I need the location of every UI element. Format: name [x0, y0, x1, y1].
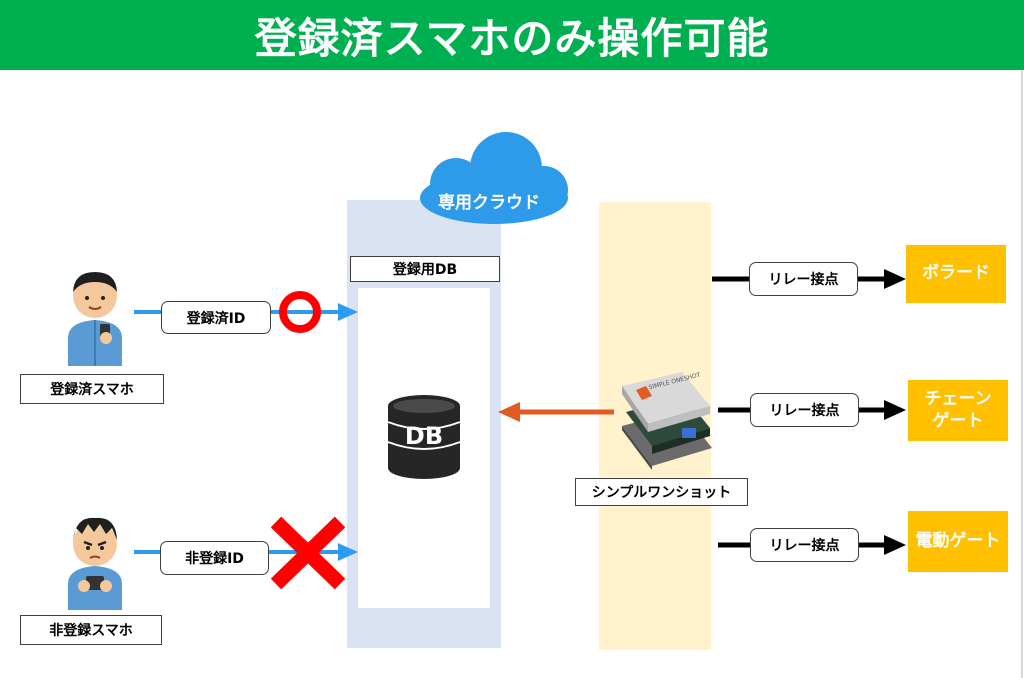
- allowed-circle-icon: [279, 291, 321, 333]
- title-bar: 登録済スマホのみ操作可能: [0, 0, 1024, 70]
- device-to-db-arrow: [498, 402, 614, 422]
- registered-device-label: 登録済スマホ: [20, 374, 164, 404]
- output-chain-gate: チェーン ゲート: [908, 380, 1008, 441]
- relay-label-1: リレー接点: [749, 262, 858, 296]
- simple-oneshot-device-icon: [622, 372, 712, 470]
- denied-cross-icon: [270, 516, 346, 590]
- right-border: [1021, 70, 1023, 678]
- output-electric-gate: 電動ゲート: [908, 511, 1008, 572]
- registered-user-icon: [68, 272, 122, 366]
- relay-label-3: リレー接点: [750, 528, 859, 562]
- unregistered-device-label: 非登録スマホ: [20, 615, 162, 645]
- db-panel-label: 登録用DB: [350, 256, 500, 282]
- registered-id-label: 登録済ID: [161, 301, 271, 334]
- cloud-icon: [420, 132, 568, 224]
- database-icon-text: DB: [404, 422, 444, 450]
- unregistered-user-icon: [68, 517, 122, 610]
- device-label: シンプルワンショット: [575, 478, 748, 506]
- relay-label-2: リレー接点: [750, 393, 859, 427]
- cloud-label: 専用クラウド: [438, 193, 540, 213]
- database-icon: [387, 395, 461, 479]
- output-bollard: ボラード: [906, 245, 1006, 303]
- unregistered-id-label: 非登録ID: [160, 541, 269, 575]
- page-title: 登録済スマホのみ操作可能: [254, 13, 770, 63]
